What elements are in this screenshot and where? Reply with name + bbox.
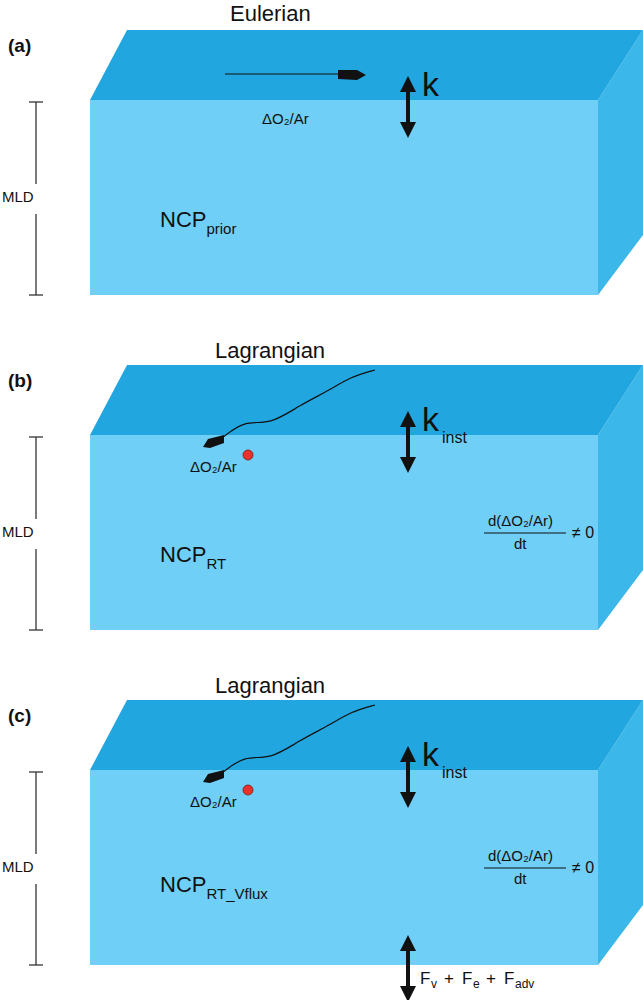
ncp-label: NCP xyxy=(160,543,206,567)
ncp-label: NCP xyxy=(160,208,206,232)
tracer-label: ΔO₂/Ar xyxy=(190,794,237,811)
panel-title: Lagrangian xyxy=(215,339,325,363)
rate-numerator: d(ΔO₂/Ar) xyxy=(488,848,553,865)
ncp-subscript: RT_Vflux xyxy=(206,886,267,903)
panel-title: Eulerian xyxy=(230,2,311,26)
flux-subscript: v xyxy=(431,978,437,991)
flux-plus: + xyxy=(444,970,454,989)
flux-term: F xyxy=(420,970,430,989)
exchange-arrow xyxy=(406,754,410,800)
tracer-label: ΔO₂/Ar xyxy=(262,111,309,128)
flux-term: F xyxy=(504,970,514,989)
box-top xyxy=(90,365,643,435)
flux-subscript: e xyxy=(473,978,480,991)
mixed-layer-label: NCPRT_Vflux xyxy=(160,873,272,897)
rate-numerator: d(ΔO₂/Ar) xyxy=(488,513,553,530)
flux-arrow xyxy=(406,943,410,994)
panel-letter: (c) xyxy=(8,706,31,727)
flux-term: F xyxy=(462,970,472,989)
panel-letter: (b) xyxy=(8,371,32,392)
ship-track xyxy=(225,73,340,74)
fraction-bar xyxy=(484,867,566,868)
fraction-bar xyxy=(484,532,566,533)
k-label: k xyxy=(422,401,439,438)
mixed-layer-label: NCPprior xyxy=(160,208,241,232)
ship-track xyxy=(222,370,375,438)
mixed-layer-label: NCPRT xyxy=(160,543,231,567)
rate-denominator: dt xyxy=(514,871,527,888)
box-top xyxy=(90,700,643,770)
ship xyxy=(203,770,224,783)
float xyxy=(243,785,253,795)
ncp-label: NCP xyxy=(160,873,206,897)
panel-title: Lagrangian xyxy=(215,674,325,698)
ncp-subscript: RT xyxy=(206,556,226,573)
k-label: k xyxy=(422,66,439,103)
ncp-subscript: prior xyxy=(206,221,236,238)
rate-denominator: dt xyxy=(514,536,527,553)
exchange-arrow xyxy=(406,84,410,130)
ship xyxy=(338,70,366,80)
k-subscript: inst xyxy=(442,429,467,447)
exchange-arrow xyxy=(406,419,410,465)
rate-relation: ≠ 0 xyxy=(572,859,594,877)
float xyxy=(243,450,253,460)
rate-relation: ≠ 0 xyxy=(572,524,594,542)
flux-plus: + xyxy=(486,970,496,989)
ship-track xyxy=(222,705,375,773)
box-front xyxy=(90,770,598,965)
k-label: k xyxy=(422,736,439,773)
mld-label: MLD xyxy=(2,189,34,206)
k-subscript: inst xyxy=(442,764,467,782)
panel-letter: (a) xyxy=(8,36,31,57)
mld-label: MLD xyxy=(2,859,34,876)
mld-label: MLD xyxy=(2,524,34,541)
box-front xyxy=(90,100,598,295)
ship xyxy=(203,435,224,448)
box-top xyxy=(90,30,643,100)
box-front xyxy=(90,435,598,630)
flux-subscript: adv xyxy=(515,978,534,991)
tracer-label: ΔO₂/Ar xyxy=(190,459,237,476)
